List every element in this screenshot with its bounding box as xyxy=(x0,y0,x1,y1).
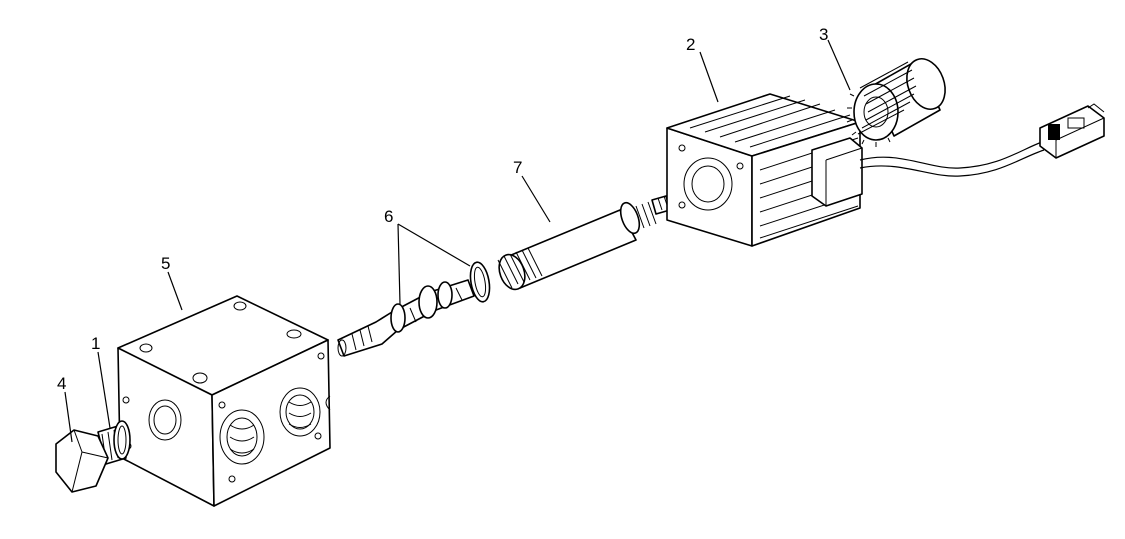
callout-6: 6 xyxy=(384,207,393,226)
spool xyxy=(337,279,475,357)
callout-7: 7 xyxy=(513,158,522,177)
solenoid-coil xyxy=(666,93,863,247)
armature-tube xyxy=(497,195,671,291)
valve-block xyxy=(117,295,331,507)
cable-connector xyxy=(859,103,1105,177)
callout-5: 5 xyxy=(161,254,170,273)
callout-1: 1 xyxy=(91,334,100,353)
leader-lines xyxy=(64,39,851,443)
plug xyxy=(55,425,127,493)
callout-2: 2 xyxy=(686,35,695,54)
o-ring-1 xyxy=(113,420,131,460)
callout-3: 3 xyxy=(819,25,828,44)
knurled-nut xyxy=(846,58,946,147)
seal-ring-6 xyxy=(469,261,491,303)
callout-4: 4 xyxy=(57,374,66,393)
